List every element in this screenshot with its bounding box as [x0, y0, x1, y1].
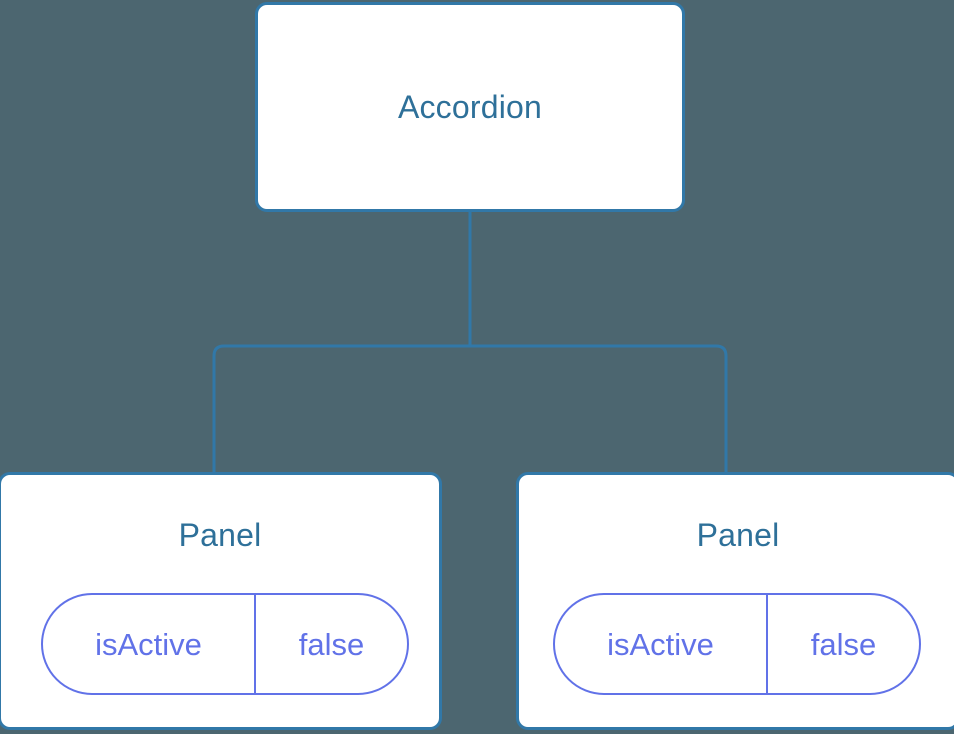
state-pill-key: isActive [95, 626, 202, 662]
node-accordion-title: Accordion [397, 89, 543, 125]
state-pill-panel-left[interactable]: isActive false [41, 593, 409, 695]
node-panel-right[interactable]: Panel isActive false [516, 472, 954, 730]
node-panel-right-title: Panel [696, 517, 780, 553]
edge-bus-to-panel-right [212, 344, 470, 474]
state-pill-panel-right[interactable]: isActive false [553, 593, 921, 695]
node-accordion[interactable]: Accordion [255, 2, 685, 212]
state-pill-key: isActive [607, 626, 714, 662]
state-pill-value: false [254, 595, 407, 693]
node-panel-left[interactable]: Panel isActive false [0, 472, 442, 730]
edge-bus-to-panel-left [470, 344, 728, 474]
node-panel-left-title: Panel [178, 517, 262, 553]
state-pill-value: false [766, 595, 919, 693]
